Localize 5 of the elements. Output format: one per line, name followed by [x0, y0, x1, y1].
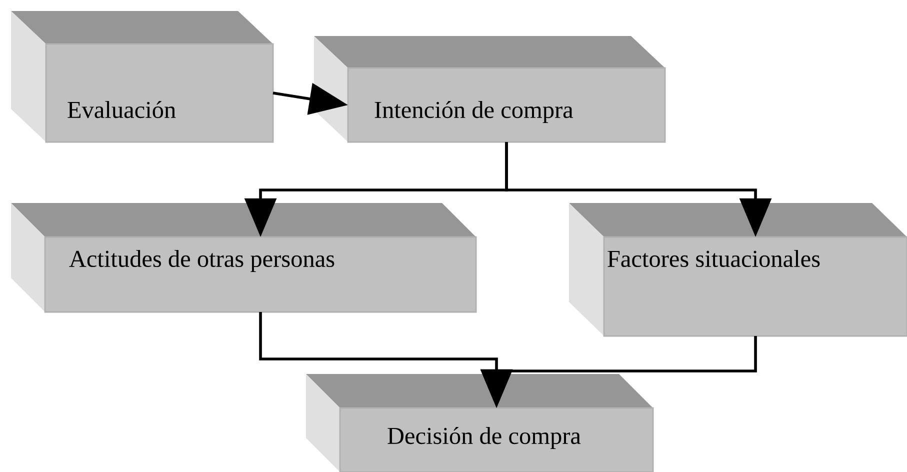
box-drawing: Evaluación	[11, 11, 274, 143]
box-drawing: Actitudes de otras personas	[11, 203, 477, 313]
box-drawing: Decisión de compra	[306, 374, 654, 472]
box-drawing: Intención de compra	[314, 36, 666, 143]
box-drawing: Factores situacionales	[569, 203, 907, 337]
